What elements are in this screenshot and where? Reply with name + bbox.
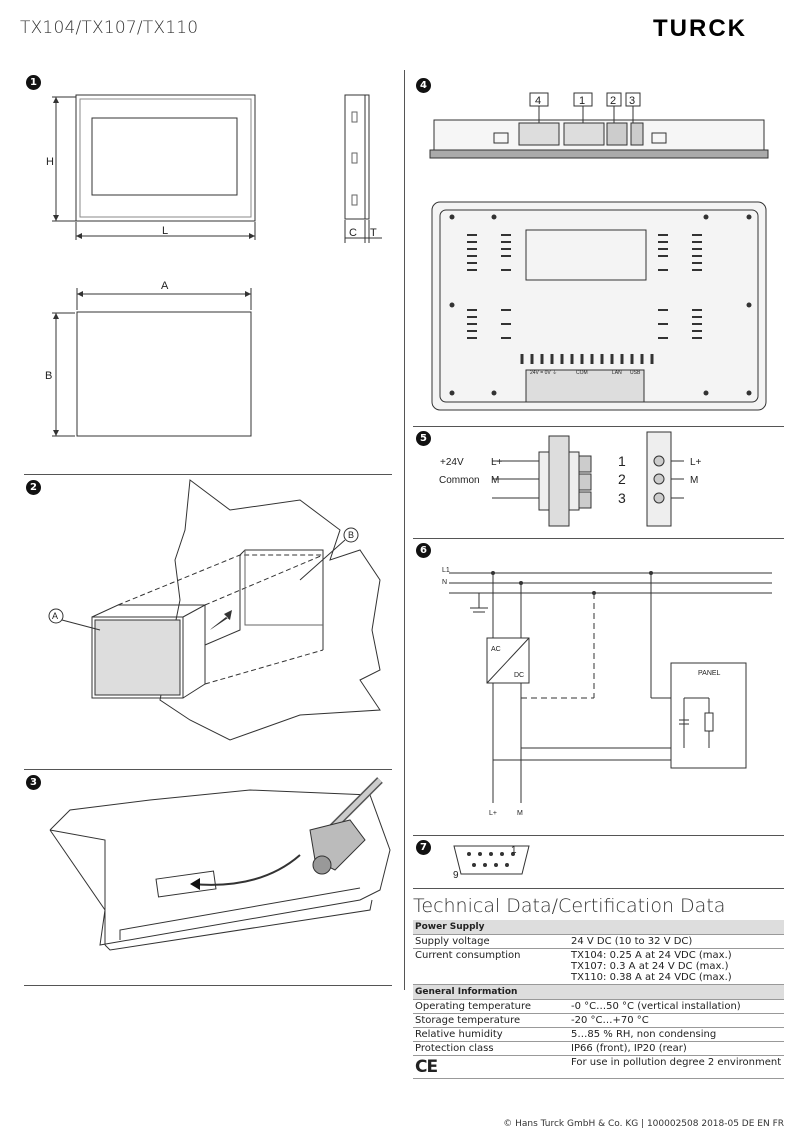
wiring-l1-label: L1 [442, 567, 450, 574]
section-badge-3: 3 [26, 775, 41, 790]
serial-connector-diagram: 1 9 [453, 845, 530, 881]
supply-label: +24V [440, 457, 464, 468]
panel-side-outline [344, 94, 366, 220]
dim-h-label: H [46, 156, 54, 168]
current-tx110: TX110: 0.38 A at 24 VDC (max.) [571, 972, 732, 983]
pollution-value: For use in pollution degree 2 environmen… [569, 1055, 784, 1079]
panel-rear-view [431, 201, 767, 411]
divider-6-7 [413, 835, 784, 836]
section-badge-7: 7 [416, 840, 431, 855]
port-label-lan: LAN [612, 370, 622, 376]
db9-outline [453, 845, 530, 875]
section-badge-4: 4 [416, 78, 431, 93]
section-badge-1: 1 [26, 75, 41, 90]
table-section-header: General Information [413, 984, 784, 1000]
connector-number-4: 4 [535, 95, 541, 107]
storage-temp-value: -20 °C…+70 °C [569, 1013, 784, 1028]
table-row: CE For use in pollution degree 2 environm… [413, 1055, 784, 1079]
divider-5-6 [413, 538, 784, 539]
divider-2-3 [24, 769, 392, 770]
wiring-panel-label: PANEL [698, 670, 721, 677]
port-label-com: COM [576, 370, 588, 376]
port-label-power: 24V = 0V ⏚ [530, 369, 557, 376]
storage-temp-label: Storage temperature [413, 1013, 569, 1028]
connector-number-2: 2 [610, 95, 616, 107]
pin-1-label: 1 [618, 453, 626, 469]
lplus-left-label: L+ [491, 457, 503, 468]
op-temp-label: Operating temperature [413, 999, 569, 1014]
table-row: Operating temperature-0 °C…50 °C (vertic… [413, 999, 784, 1014]
divider-7-tech [413, 888, 784, 889]
divider-3-end [24, 985, 392, 986]
divider-4-5 [413, 426, 784, 427]
connector-number-3: 3 [629, 95, 635, 107]
dim-t-label: T [370, 227, 377, 239]
wiring-dc-label: DC [514, 672, 524, 679]
ce-mark: CE [415, 1057, 438, 1077]
m-right-label: M [690, 475, 698, 486]
current-tx104: TX104: 0.25 A at 24 VDC (max.) [571, 950, 732, 961]
wall-cutaway [159, 479, 381, 741]
dimension-drawing: H L C T A B [45, 94, 382, 437]
lplus-right-label: L+ [690, 457, 702, 468]
section-badge-5: 5 [416, 431, 431, 446]
column-divider [404, 70, 405, 990]
current-label: Current consumption [413, 948, 569, 985]
divider-1-2 [24, 474, 392, 475]
logo-text: TURCK [653, 15, 747, 42]
port-label-usb: USB [630, 370, 641, 376]
panel-display-area [91, 117, 238, 196]
footer-copyright: © Hans Turck GmbH & Co. KG | 100002508 2… [503, 1119, 784, 1129]
wiring-diagram: L1 N AC DC PANEL L+ M [442, 567, 772, 817]
mounting-illustration: B A [48, 479, 381, 741]
connector-number-1: 1 [579, 95, 585, 107]
connector-views: 4 1 2 3 24V = 0V ⏚ COM LAN USB [429, 92, 769, 411]
common-label: Common [439, 475, 480, 486]
m-left-label: M [491, 475, 499, 486]
supply-voltage-value: 24 V DC (10 to 32 V DC) [569, 934, 784, 949]
ac-dc-converter [486, 637, 530, 684]
serial-pin-1-label: 1 [511, 845, 517, 856]
callout-b-label: B [348, 530, 354, 540]
panel-cutout-outline [76, 311, 252, 437]
protection-value: IP66 (front), IP20 (rear) [569, 1041, 784, 1056]
dim-c-label: C [349, 227, 357, 239]
document-title: TX104/TX107/TX110 [20, 18, 199, 38]
op-temp-value: -0 °C…50 °C (vertical installation) [569, 999, 784, 1014]
pin-2-label: 2 [618, 471, 626, 487]
wiring-m-label: M [517, 810, 523, 817]
table-section-header: Power Supply [413, 920, 784, 935]
supply-voltage-label: Supply voltage [413, 934, 569, 949]
section-badge-2: 2 [26, 480, 41, 495]
current-tx107: TX107: 0.3 A at 24 V DC (max.) [571, 961, 729, 972]
clamp-illustration [49, 777, 391, 951]
dim-b-label: B [45, 370, 52, 382]
wiring-lplus-label: L+ [489, 810, 497, 817]
dim-l-label: L [162, 225, 168, 237]
enclosure-wall [49, 789, 391, 946]
humidity-label: Relative humidity [413, 1027, 569, 1042]
callout-a-label: A [52, 611, 58, 621]
tech-data-title: Technical Data/Certification Data [413, 895, 726, 917]
panel-front-outline [75, 94, 256, 222]
humidity-value: 5…85 % RH, non condensing [569, 1027, 784, 1042]
protection-label: Protection class [413, 1041, 569, 1056]
dim-a-label: A [161, 280, 169, 292]
power-supply-header: Power Supply [413, 920, 784, 935]
turck-logo: TURCK [653, 15, 747, 42]
general-info-header: General Information [413, 984, 784, 1000]
section-badge-6: 6 [416, 543, 431, 558]
wiring-n-label: N [442, 579, 447, 586]
table-row: Storage temperature-20 °C…+70 °C [413, 1013, 784, 1028]
wiring-ac-label: AC [491, 646, 501, 653]
power-connector-diagram: +24V Common L+ M L+ M 1 2 3 [439, 431, 702, 527]
serial-pin-9-label: 9 [453, 870, 459, 881]
pin-3-label: 3 [618, 490, 626, 506]
panel-box [670, 662, 747, 769]
